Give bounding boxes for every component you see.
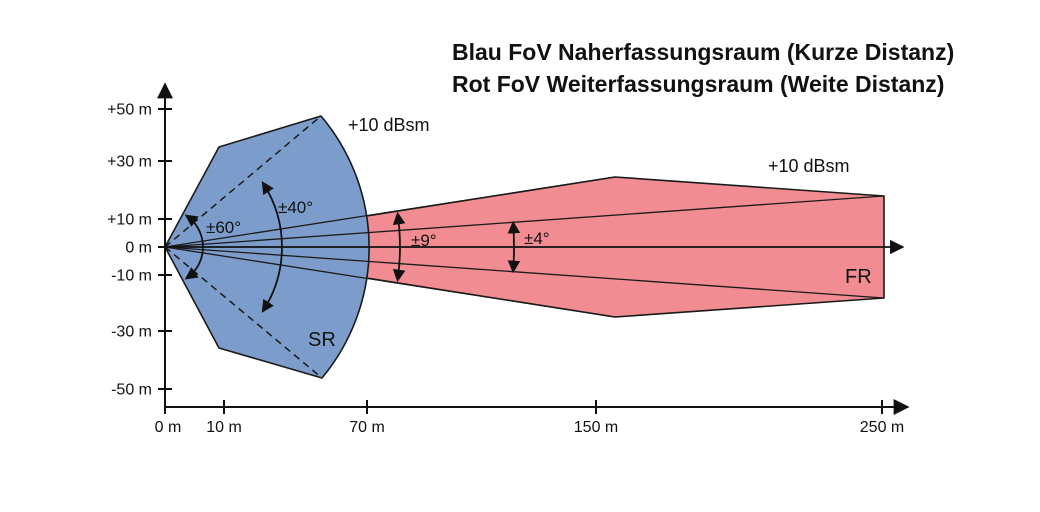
minus-4deg-line (164, 246, 885, 299)
plus-40deg-dashed-line (164, 115, 322, 248)
x-tick-label-150: 150 m (574, 419, 618, 436)
sr-rcs-label: +10 dBsm (348, 115, 430, 135)
y-tick-label-m50: -50 m (111, 382, 152, 399)
y-tick-label-p10: +10 m (107, 212, 152, 229)
angle-arc-60deg (184, 214, 204, 280)
y-axis-ticks (158, 108, 172, 390)
y-tick-label-p50: +50 m (107, 102, 152, 119)
angle-label-4deg: ±4° (524, 229, 550, 248)
fr-rcs-label: +10 dBsm (768, 156, 850, 176)
x-tick-label-70: 70 m (349, 419, 385, 436)
y-tick-label-p30: +30 m (107, 154, 152, 171)
x-tick-label-250: 250 m (860, 419, 904, 436)
y-tick-label-m10: -10 m (111, 268, 152, 285)
plus-9deg-line (164, 176, 616, 248)
minus-9deg-line (164, 246, 616, 318)
y-tick-label-m30: -30 m (111, 324, 152, 341)
minus-40deg-dashed-line (164, 246, 323, 379)
y-tick-label-0: 0 m (125, 240, 152, 257)
fr-label: FR (845, 266, 872, 288)
legend-line-red: Rot FoV Weiterfassungsraum (Weite Distan… (452, 71, 944, 97)
plus-4deg-line (164, 195, 885, 248)
angle-label-9deg: ±9° (411, 231, 437, 250)
angle-arc-9deg (392, 211, 406, 283)
x-tick-label-10: 10 m (206, 419, 242, 436)
sr-label: SR (308, 329, 336, 351)
x-tick-label-0: 0 m (155, 419, 182, 436)
angle-label-40deg: ±40° (278, 198, 313, 217)
legend-line-blue: Blau FoV Naherfassungsraum (Kurze Distan… (452, 39, 954, 65)
angle-arc-4deg (507, 220, 521, 274)
angle-arc-40deg (261, 181, 283, 313)
angle-label-60deg: ±60° (206, 218, 241, 237)
x-axis-ticks (164, 400, 883, 414)
